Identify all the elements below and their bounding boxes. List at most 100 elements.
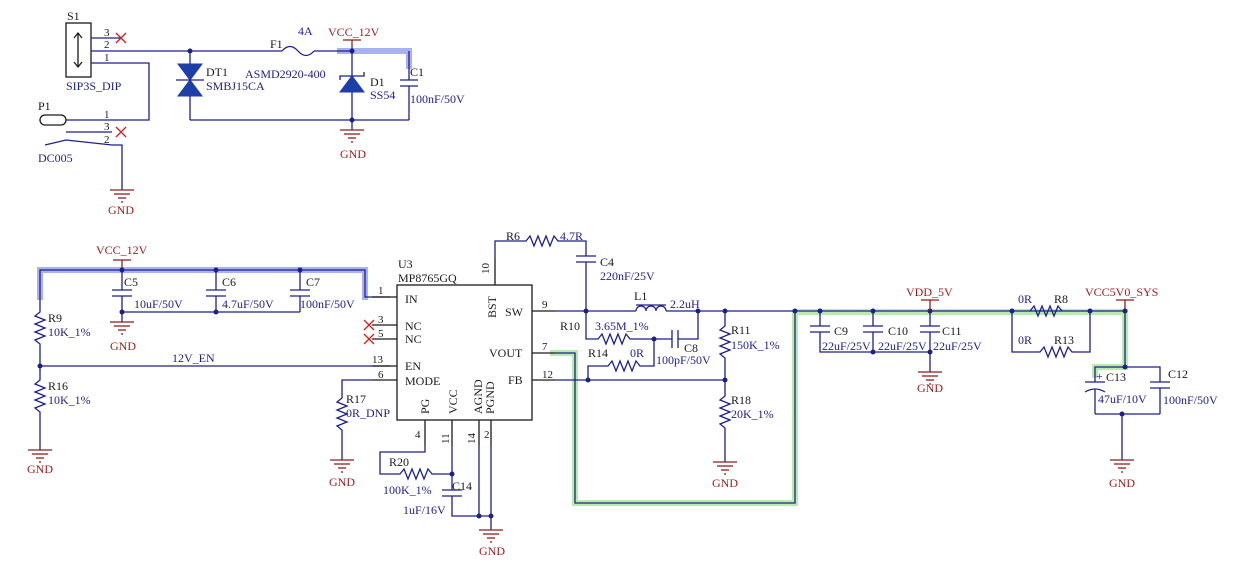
ic-pin-agnd: AGND: [471, 379, 485, 414]
c13-value: 47uF/10V: [1098, 392, 1147, 406]
r18-value: 20K_1%: [731, 407, 774, 421]
l1-ref: L1: [634, 289, 647, 303]
r8-ref: R8: [1054, 292, 1068, 306]
sys-gnd: GND: [1095, 411, 1160, 490]
cap-c7: C7 100nF/50V: [290, 270, 355, 312]
c6-ref: C6: [222, 275, 236, 289]
c14-value: 1uF/16V: [403, 503, 446, 517]
cap-c4: C4 220nF/25V: [576, 255, 655, 311]
cap-c6: C6 4.7uF/50V: [206, 270, 274, 312]
s1-pin3: 3: [104, 27, 110, 39]
c4-value: 220nF/25V: [600, 269, 655, 283]
gnd-symbol-p1: GND: [108, 189, 134, 217]
s1-pin2: 2: [104, 39, 110, 51]
connector-p1: P1 1 3 2 DC005: [38, 99, 127, 190]
ic-pin-nc2: NC: [405, 332, 422, 346]
c8-ref: C8: [684, 341, 698, 355]
pin-num-agnd: 14: [466, 433, 478, 445]
resistor-r18: R18 20K_1% GND: [712, 380, 774, 490]
resistor-r17: R17 0R_DNP GND: [329, 379, 390, 489]
r14-ref: R14: [588, 346, 608, 360]
pin-num-in: 1: [378, 285, 384, 297]
highlight-vcc12-top: [337, 48, 412, 69]
d1-ref: D1: [370, 75, 385, 89]
cap-c12: C12 100nF/50V: [1125, 366, 1218, 414]
resistor-r10: R10 3.65M_1%: [560, 311, 654, 346]
pin-num-en: 13: [372, 354, 384, 366]
c9-ref: C9: [834, 324, 848, 338]
resistor-r9: R9 10K_1%: [33, 297, 91, 366]
c1-ref: C1: [410, 65, 424, 79]
f1-rating: 4A: [298, 24, 313, 38]
switch-s1: S1 3 2 1 SIP3S_DIP: [65, 9, 190, 121]
pin-num-nc2: 5: [378, 328, 384, 340]
d1-value: SS54: [370, 88, 395, 102]
net-vcc12-top: VCC_12V: [328, 25, 380, 51]
p1-ref: P1: [38, 99, 51, 113]
resistor-r6: R6 4.7R: [494, 229, 587, 258]
r9-ref: R9: [48, 311, 62, 325]
gnd-label-ic: GND: [479, 544, 505, 558]
net-12v-en: 12V_EN: [37, 351, 390, 369]
s1-value: SIP3S_DIP: [66, 79, 122, 93]
ic-pin-in: IN: [405, 292, 418, 306]
resistor-r11: R11 150K_1%: [718, 308, 780, 380]
c5-value: 10uF/50V: [134, 297, 183, 311]
c11-ref: C11: [942, 324, 962, 338]
gnd-label-r16: GND: [27, 462, 53, 476]
pin-num-sw: 9: [542, 299, 548, 311]
s1-pin1: 1: [104, 52, 110, 64]
gnd-label-out-caps: GND: [917, 381, 943, 395]
s1-ref: S1: [67, 9, 80, 23]
r11-ref: R11: [731, 323, 751, 337]
c12-value: 100nF/50V: [1163, 393, 1218, 407]
ic-part: MP8765GQ: [398, 271, 457, 285]
dt1-ref: DT1: [206, 65, 228, 79]
pin-num-vout: 7: [542, 341, 548, 353]
output-caps: C9 22uF/25V C10 22uF/25V C11 22uF/25V GN…: [810, 308, 982, 395]
r9-value: 10K_1%: [48, 325, 91, 339]
net-vcc12-input-label: VCC_12V: [96, 243, 148, 257]
fuse-f1: F1 4A ASMD2920-400: [190, 24, 352, 81]
pin-num-nc1: 3: [378, 314, 384, 326]
c6-value: 4.7uF/50V: [222, 297, 274, 311]
ic-gnd: GND: [476, 446, 505, 558]
c7-value: 100nF/50V: [300, 297, 355, 311]
pin-num-pgnd: 2: [484, 429, 490, 441]
ic-pin-sw: SW: [505, 305, 524, 319]
ic-pin-mode: MODE: [405, 374, 440, 388]
input-cap-gnd: GND: [110, 309, 300, 353]
c4-ref: C4: [600, 255, 614, 269]
net-vdd5-label: VDD_5V: [906, 285, 953, 299]
r20-ref: R20: [389, 455, 409, 469]
p1-pin3: 3: [104, 121, 110, 133]
c8-value: 100pF/50V: [656, 353, 711, 367]
f1-ref: F1: [270, 37, 283, 51]
c10-value: 22uF/25V: [878, 339, 927, 353]
gnd-label-p1: GND: [108, 203, 134, 217]
pin-num-fb: 12: [542, 369, 553, 381]
r6-value: 4.7R: [560, 229, 583, 243]
r16-ref: R16: [48, 379, 68, 393]
cap-c5: C5 10uF/50V: [112, 270, 183, 322]
ic-pin-pg: PG: [418, 398, 432, 414]
r13-ref: R13: [1054, 333, 1074, 347]
r13-value: 0R: [1018, 333, 1032, 347]
ic-ref: U3: [398, 257, 413, 271]
r20-value: 100K_1%: [383, 483, 432, 497]
cap-c13: + C13 47uF/10V: [1084, 366, 1147, 414]
dt1-value: SMBJ15CA: [206, 79, 265, 93]
f1-value: ASMD2920-400: [245, 67, 326, 81]
c10-ref: C10: [888, 324, 908, 338]
r6-ref: R6: [506, 229, 520, 243]
net-vcc12-top-label: VCC_12V: [328, 25, 380, 39]
ic-pin-vcc: VCC: [446, 389, 460, 414]
schottky-d1: D1 SS54: [339, 48, 395, 130]
r8-value: 0R: [1018, 292, 1032, 306]
gnd-label-top: GND: [340, 147, 366, 161]
vout-sense-loop: [555, 308, 798, 504]
pin-num-mode: 6: [378, 369, 384, 381]
ic-pin-nc1: NC: [405, 319, 422, 333]
c7-ref: C7: [306, 275, 320, 289]
